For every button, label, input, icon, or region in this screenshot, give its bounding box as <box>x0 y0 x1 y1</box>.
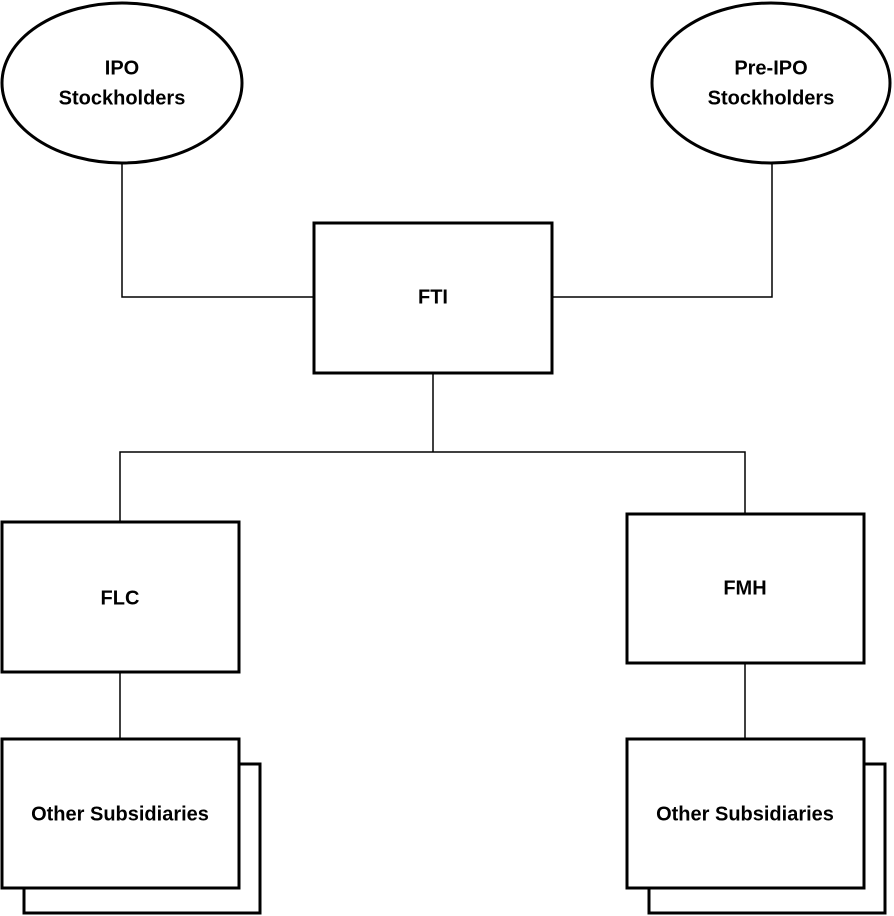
fti-box <box>312 221 554 375</box>
flc-label: FLC <box>101 587 140 609</box>
connector-pre-ipo-to-fti <box>552 164 773 298</box>
ipo-stockholders-label-line2: Stockholders <box>59 87 186 109</box>
pre-ipo-stockholders-label-line1: Pre-IPO <box>734 57 807 79</box>
pre-ipo-stockholders-ellipse <box>650 1 892 165</box>
connectors <box>119 164 773 739</box>
fmh-label: FMH <box>723 577 766 599</box>
node-flc: FLC <box>0 520 241 674</box>
fmh-subsidiaries-label: Other Subsidiaries <box>656 803 834 825</box>
pre-ipo-stockholders-label-line2: Stockholders <box>708 87 835 109</box>
node-flc-other-subsidiaries: Other Subsidiaries <box>0 737 262 915</box>
fti-label: FTI <box>418 286 448 308</box>
flc-subsidiaries-front-box <box>0 737 241 890</box>
node-ipo-stockholders: IPO Stockholders <box>0 1 244 165</box>
flc-box <box>0 520 241 674</box>
connector-ipo-to-fti <box>121 164 314 298</box>
node-fti: FTI <box>312 221 554 375</box>
connector-fti-to-flc <box>119 451 433 522</box>
fmh-subsidiaries-front-box <box>625 737 866 890</box>
flc-subsidiaries-label: Other Subsidiaries <box>31 803 209 825</box>
ipo-stockholders-label-line1: IPO <box>105 57 139 79</box>
ipo-stockholders-ellipse <box>0 1 244 165</box>
connector-fti-to-fmh <box>433 451 746 514</box>
fmh-box <box>625 512 866 665</box>
node-fmh-other-subsidiaries: Other Subsidiaries <box>625 737 887 915</box>
node-fmh: FMH <box>625 512 866 665</box>
node-pre-ipo-stockholders: Pre-IPO Stockholders <box>650 1 892 165</box>
